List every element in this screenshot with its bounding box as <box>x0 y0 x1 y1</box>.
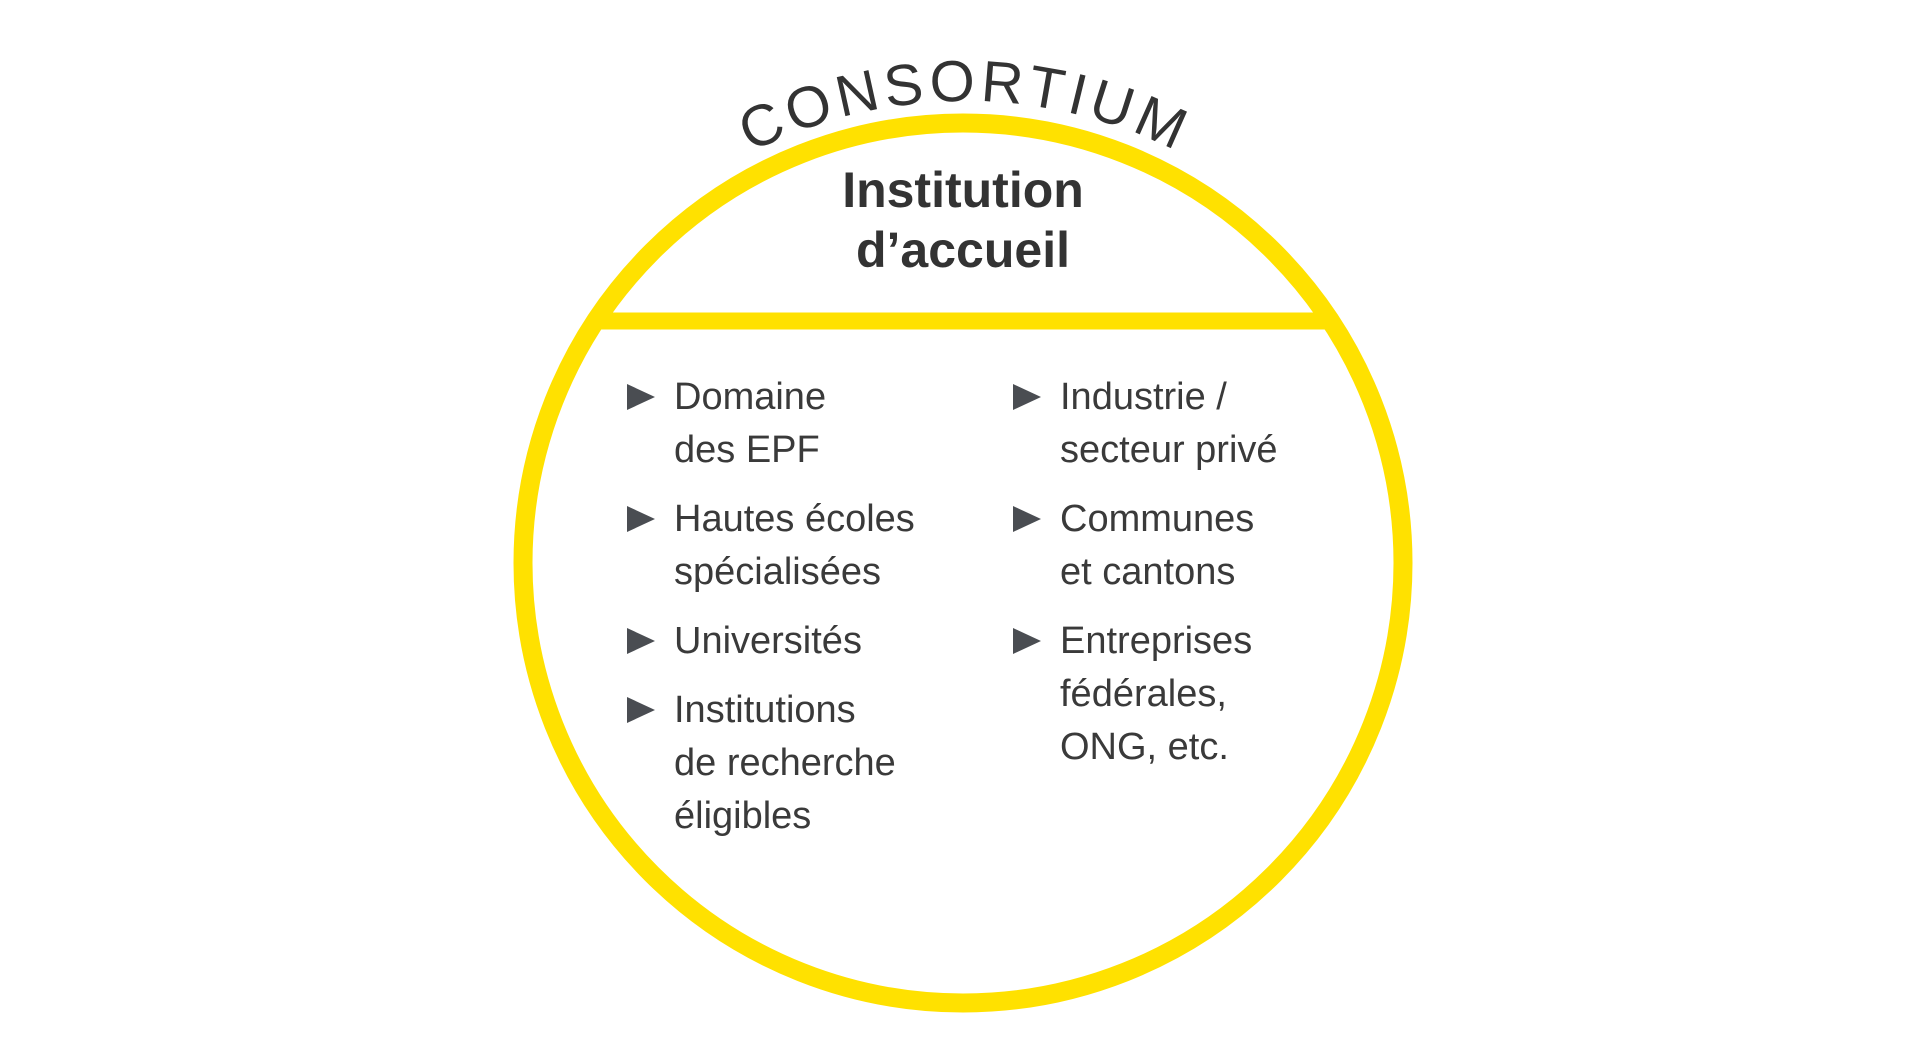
triangle-right-icon <box>1013 506 1041 532</box>
left-member-list: Domaine des EPF Hautes écoles spécialisé… <box>627 371 987 859</box>
item-line: ONG, etc. <box>1060 726 1229 768</box>
item-line: Hautes écoles <box>674 498 915 540</box>
item-line: éligibles <box>674 795 812 837</box>
item-line: et cantons <box>1060 551 1236 593</box>
triangle-right-icon <box>1013 384 1041 410</box>
host-institution-title: Institution d’accueil <box>663 160 1263 280</box>
list-item: Communes et cantons <box>1013 493 1353 599</box>
item-line: secteur privé <box>1060 429 1278 471</box>
item-line: des EPF <box>674 429 820 471</box>
host-title-line1: Institution <box>842 162 1084 218</box>
item-line: spécialisées <box>674 551 881 593</box>
list-item: Entreprises fédérales, ONG, etc. <box>1013 615 1353 774</box>
item-line: Entreprises <box>1060 620 1253 662</box>
list-item: Hautes écoles spécialisées <box>627 493 987 599</box>
triangle-right-icon <box>627 506 655 532</box>
item-line: de recherche <box>674 742 896 784</box>
list-item: Domaine des EPF <box>627 371 987 477</box>
item-line: Communes <box>1060 498 1255 540</box>
consortium-ring <box>513 113 1413 1013</box>
right-member-list: Industrie / secteur privé Communes et ca… <box>1013 371 1353 790</box>
item-line: Universités <box>674 620 862 662</box>
item-line: Industrie / <box>1060 376 1227 418</box>
list-item: Industrie / secteur privé <box>1013 371 1353 477</box>
item-line: Domaine <box>674 376 827 418</box>
triangle-right-icon <box>627 384 655 410</box>
item-line: Institutions <box>674 689 856 731</box>
list-item: Institutions de recherche éligibles <box>627 684 987 843</box>
triangle-right-icon <box>627 697 655 723</box>
triangle-right-icon <box>627 628 655 654</box>
host-title-line2: d’accueil <box>856 222 1070 278</box>
list-item: Universités <box>627 615 987 668</box>
item-line: fédérales, <box>1060 673 1227 715</box>
triangle-right-icon <box>1013 628 1041 654</box>
